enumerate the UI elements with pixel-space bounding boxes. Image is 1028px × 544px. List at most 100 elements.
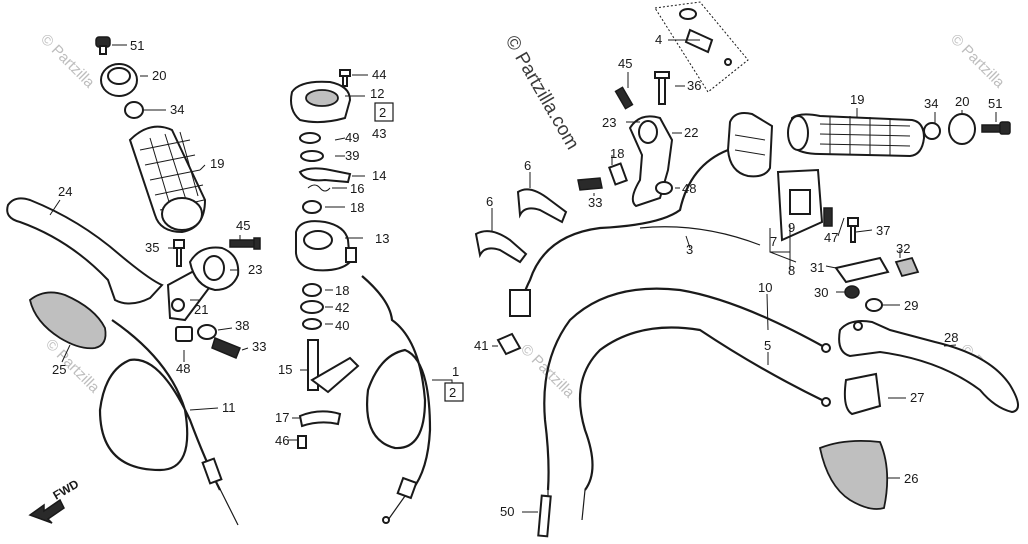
part-30-small-part — [844, 285, 860, 299]
part-26-lever-cover — [818, 439, 889, 510]
callout-21: 21 — [194, 302, 208, 317]
callout-16: 16 — [350, 181, 364, 196]
callout-34-right: 34 — [924, 96, 938, 111]
callout-23-left: 23 — [248, 262, 262, 277]
part-18-right-pivot — [608, 162, 628, 186]
callout-27: 27 — [910, 390, 924, 405]
callout-18-upper: 18 — [350, 200, 364, 215]
part-16-spring — [307, 184, 331, 192]
part-14-throttle-arm — [298, 167, 352, 184]
callout-8: 8 — [788, 263, 795, 278]
callout-6-lower: 6 — [486, 194, 493, 209]
watermark-brand: © Partzilla.com — [501, 32, 583, 153]
callout-4: 4 — [655, 32, 662, 47]
callout-48-right: 48 — [682, 181, 696, 196]
ref-box-2-top — [374, 102, 394, 122]
callout-2-top: 2 — [379, 105, 386, 120]
callout-51-right: 51 — [988, 96, 1002, 111]
part-3-switch-wire — [509, 148, 761, 317]
part-13-throttle-housing — [294, 220, 357, 272]
part-18-lower-collar — [302, 283, 322, 297]
callout-5: 5 — [764, 338, 771, 353]
part-46-small-screw — [297, 435, 307, 449]
callout-15: 15 — [278, 362, 292, 377]
callout-17: 17 — [275, 410, 289, 425]
part-35-pivot-bolt — [173, 239, 185, 267]
part-45-left-screw — [229, 237, 261, 250]
callout-12: 12 — [370, 86, 384, 101]
part-48-left-nut — [175, 326, 193, 342]
part-40-washer — [302, 318, 322, 330]
callout-35: 35 — [145, 240, 159, 255]
callout-25: 25 — [52, 362, 66, 377]
part-10-upper-cable — [543, 287, 831, 505]
callout-1: 1 — [452, 364, 459, 379]
callout-45-left: 45 — [236, 218, 250, 233]
callout-9: 9 — [788, 220, 795, 235]
ref-box-2-bottom — [444, 382, 464, 402]
callout-49: 49 — [345, 130, 359, 145]
callout-6-upper: 6 — [524, 158, 531, 173]
callout-20-right: 20 — [955, 94, 969, 109]
callout-29: 29 — [904, 298, 918, 313]
part-36-long-screw — [654, 71, 670, 105]
part-48-right-nut — [655, 181, 673, 195]
callout-38: 38 — [235, 318, 249, 333]
part-23-left-clamp — [188, 246, 240, 292]
part-32-switch-button — [894, 256, 920, 278]
part-25-lever-cover — [28, 291, 107, 350]
part-24-clutch-lever — [6, 197, 164, 305]
callout-24: 24 — [58, 184, 72, 199]
callout-44: 44 — [372, 67, 386, 82]
part-5-lower-cable — [578, 326, 831, 521]
callout-22: 22 — [684, 125, 698, 140]
part-33-left-bolt — [211, 336, 241, 359]
part-42-washer — [300, 300, 324, 314]
callout-50: 50 — [500, 504, 514, 519]
callout-47: 47 — [824, 230, 838, 245]
callout-2-bottom: 2 — [449, 385, 456, 400]
part-38-washer — [197, 324, 217, 340]
callout-33-left: 33 — [252, 339, 266, 354]
part-31-switch-body — [834, 256, 890, 284]
callout-14: 14 — [372, 168, 386, 183]
watermark-top-right: © Partzilla — [947, 31, 1008, 92]
part-9-switch-cover — [776, 168, 824, 242]
callout-30: 30 — [814, 285, 828, 300]
part-51-left-bolt — [95, 36, 111, 55]
part-45-right-screw — [614, 86, 634, 110]
callout-20-left: 20 — [152, 68, 166, 83]
callout-18-right: 18 — [610, 146, 624, 161]
callout-41: 41 — [474, 338, 488, 353]
callout-3: 3 — [686, 242, 693, 257]
callout-19-left: 19 — [210, 156, 224, 171]
watermark-top-left: © Partzilla — [37, 31, 98, 92]
part-6-lower-clip — [474, 230, 528, 264]
part-37-screw — [847, 217, 859, 243]
part-27-lever-bracket — [843, 372, 882, 416]
callout-42: 42 — [335, 300, 349, 315]
callout-10: 10 — [758, 280, 772, 295]
callout-31: 31 — [810, 260, 824, 275]
part-49-washer — [299, 132, 321, 144]
part-12-throttle-cover — [290, 80, 352, 124]
part-33-right-bolt — [577, 177, 603, 191]
callout-46: 46 — [275, 433, 289, 448]
callout-43: 43 — [372, 126, 386, 141]
part-41-connector — [496, 332, 522, 356]
part-50-cable-end — [537, 494, 552, 538]
part-47-screw — [823, 207, 833, 227]
callout-37: 37 — [876, 223, 890, 238]
part-39-washer — [300, 150, 324, 162]
part-19-left-grip — [128, 125, 207, 234]
part-19-right-grip — [787, 113, 926, 158]
part-6-upper-clip — [516, 188, 568, 224]
callout-45-right: 45 — [618, 56, 632, 71]
callout-40: 40 — [335, 318, 349, 333]
callout-19-right: 19 — [850, 92, 864, 107]
part-51-right-bolt — [981, 121, 1011, 135]
part-28-brake-lever — [838, 320, 1019, 414]
callout-34-left: 34 — [170, 102, 184, 117]
switch-housing — [726, 112, 774, 178]
